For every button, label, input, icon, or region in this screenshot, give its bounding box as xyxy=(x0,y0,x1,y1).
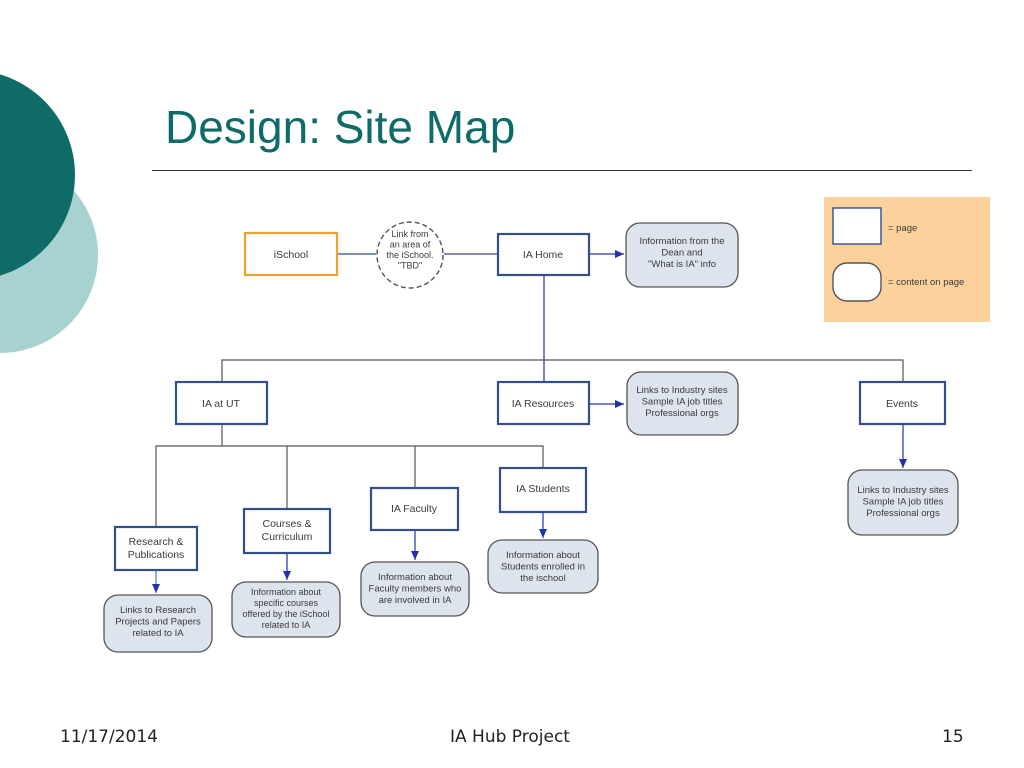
label-line: IA Home xyxy=(523,249,563,261)
label-line: Information about xyxy=(506,550,580,561)
ia-resources-box xyxy=(496,380,591,426)
footer-project-name: IA Hub Project xyxy=(450,727,570,747)
label-line: an area of xyxy=(390,240,431,250)
label-line: related to IA xyxy=(132,628,184,639)
label-line: are involved in IA xyxy=(379,595,453,606)
label-line: Faculty members who xyxy=(369,584,462,595)
decorative-circles xyxy=(0,74,98,353)
label-line: Publications xyxy=(128,549,185,561)
legend-page-label: = page xyxy=(888,223,917,234)
research-box xyxy=(113,525,199,572)
courses-label: Courses &Curriculum xyxy=(262,518,313,543)
label-line: "TBD" xyxy=(398,261,422,271)
dean-info-box xyxy=(625,222,739,288)
research-label: Research &Publications xyxy=(128,536,185,561)
connector-lines xyxy=(152,250,907,593)
label-line: Research & xyxy=(129,536,184,548)
students-label: IA Students xyxy=(516,483,570,495)
label-line: offered by the iSchool xyxy=(243,609,330,619)
courses-info-box xyxy=(231,581,341,638)
ia-at-ut-label: IA at UT xyxy=(202,398,241,410)
title-divider xyxy=(152,170,972,171)
label-line: IA Faculty xyxy=(391,503,438,515)
label-line: Professional orgs xyxy=(866,508,940,519)
events-info-box xyxy=(847,469,959,536)
label-line: IA at UT xyxy=(202,398,241,410)
legend-content-label: = content on page xyxy=(888,277,964,288)
label-line: "What is IA" info xyxy=(648,259,716,270)
dark-teal-circle xyxy=(0,74,75,276)
page-boxes xyxy=(113,231,947,572)
link-note-circle xyxy=(376,221,444,289)
legend-page-swatch xyxy=(832,207,882,245)
research-info-box xyxy=(103,594,213,653)
label-line: Curriculum xyxy=(262,531,313,543)
connector-level2-bus xyxy=(155,445,544,526)
label-line: Dean and xyxy=(661,248,702,259)
label-line: IA Resources xyxy=(512,398,574,410)
label-line: Students enrolled in xyxy=(501,562,585,573)
connector-level1-bus xyxy=(221,359,904,381)
label-line: Projects and Papers xyxy=(115,617,201,628)
faculty-box xyxy=(369,486,460,532)
faculty-label: IA Faculty xyxy=(391,503,438,515)
students-info-box xyxy=(487,539,599,594)
label-line: Information about xyxy=(251,587,322,597)
label-line: Links to Industry sites xyxy=(636,385,728,396)
label-line: Sample IA job titles xyxy=(642,397,723,408)
slide-number: 15 xyxy=(942,727,964,747)
label-line: related to IA xyxy=(262,620,311,630)
ischool-label: iSchool xyxy=(274,249,308,261)
ia-resources-label: IA Resources xyxy=(512,398,574,410)
students-box xyxy=(498,466,588,514)
legend: = page = content on page xyxy=(824,197,990,322)
courses-box xyxy=(242,507,332,555)
label-line: Events xyxy=(886,398,918,410)
label-line: Links to Research xyxy=(120,605,196,616)
events-box xyxy=(858,380,947,426)
ischool-box xyxy=(243,231,339,277)
footer-date: 11/17/2014 xyxy=(60,727,158,747)
legend-content-swatch xyxy=(832,262,882,302)
label-line: Courses & xyxy=(262,518,311,530)
label-line: Link from xyxy=(391,229,428,239)
label-line: Links to Industry sites xyxy=(857,485,949,496)
events-label: Events xyxy=(886,398,918,410)
label-line: Professional orgs xyxy=(645,408,719,419)
label-line: specific courses xyxy=(254,598,319,608)
label-line: Information from the xyxy=(639,236,724,247)
ia-home-label: IA Home xyxy=(523,249,563,261)
page-title: Design: Site Map xyxy=(165,101,516,153)
content-boxes xyxy=(103,222,959,653)
faculty-info-box xyxy=(360,561,470,617)
ia-at-ut-box xyxy=(174,380,269,426)
label-line: IA Students xyxy=(516,483,570,495)
site-map-diagram: = page = content on page iSchool Link fr… xyxy=(103,197,990,653)
label-line: the iSchool. xyxy=(386,250,433,260)
label-line: Sample IA job titles xyxy=(863,497,944,508)
label-line: Information about xyxy=(378,572,452,583)
label-line: iSchool xyxy=(274,249,308,261)
ia-home-box xyxy=(496,232,591,277)
label-line: the ischool xyxy=(520,573,565,584)
resources-info-box xyxy=(626,371,739,436)
